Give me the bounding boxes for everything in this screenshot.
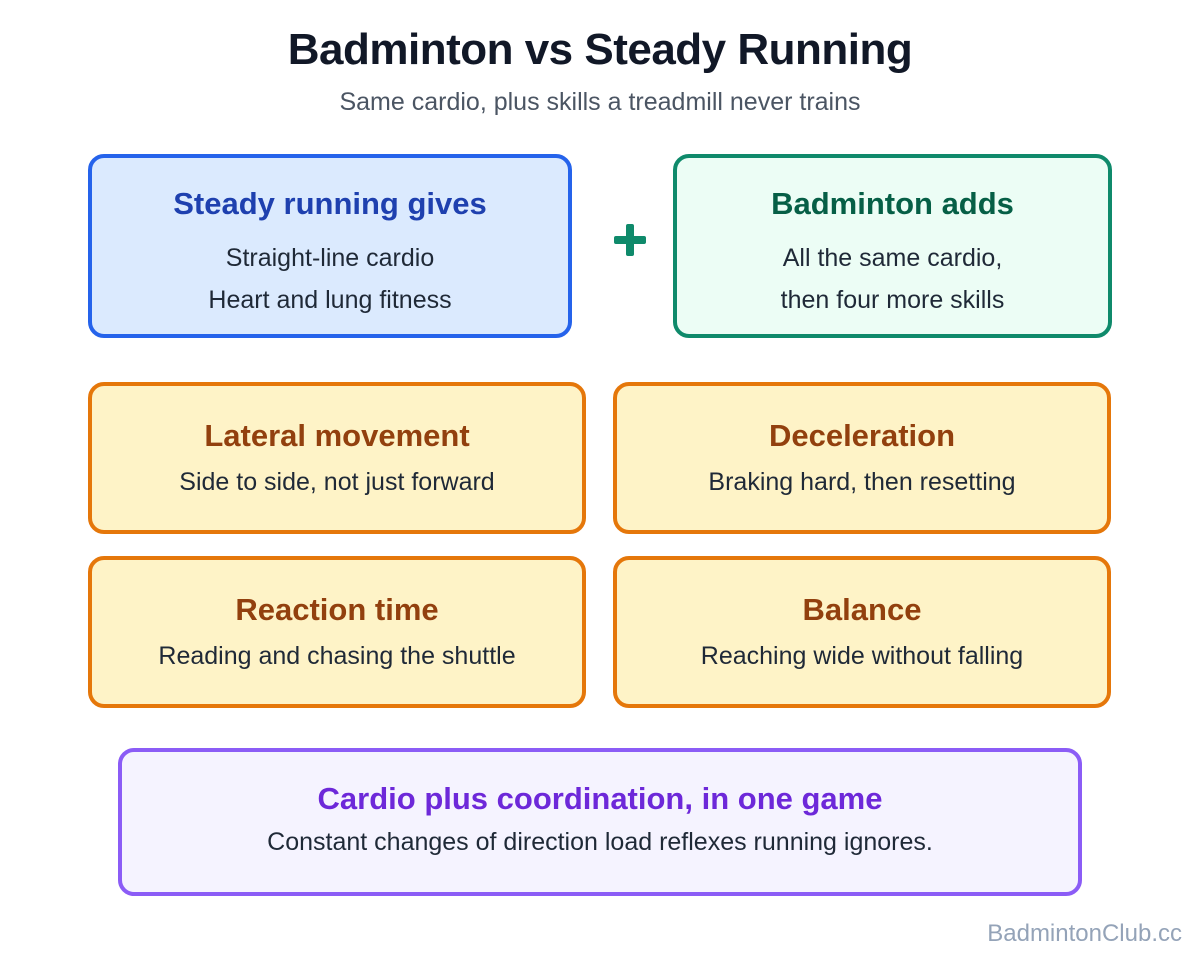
skill-text: Braking hard, then resetting — [708, 468, 1016, 496]
skill-heading: Reaction time — [235, 592, 439, 627]
skill-heading: Deceleration — [768, 418, 956, 453]
summary-card: Cardio plus coordination, in one game Co… — [118, 748, 1082, 896]
summary-heading: Cardio plus coordination, in one game — [317, 781, 883, 816]
skill-text: Reading and chasing the shuttle — [158, 642, 516, 670]
badminton-line: then four more skills — [780, 286, 1005, 314]
running-line: Straight-line cardio — [225, 244, 435, 272]
skill-text: Reaching wide without falling — [700, 642, 1024, 670]
skill-heading: Balance — [802, 592, 922, 627]
skill-card-lateral-movement: Lateral movement Side to side, not just … — [88, 382, 586, 534]
skill-card-balance: Balance Reaching wide without falling — [613, 556, 1111, 708]
skill-text: Side to side, not just forward — [179, 468, 495, 496]
skill-heading: Lateral movement — [204, 418, 470, 453]
running-heading: Steady running gives — [173, 186, 487, 221]
running-line: Heart and lung fitness — [208, 286, 452, 314]
page-subtitle: Same cardio, plus skills a treadmill nev… — [339, 88, 861, 116]
skill-card-deceleration: Deceleration Braking hard, then resettin… — [613, 382, 1111, 534]
plus-icon — [606, 216, 654, 264]
summary-text: Constant changes of direction load refle… — [267, 828, 933, 856]
page-title: Badminton vs Steady Running — [287, 25, 913, 74]
badminton-card: Badminton adds All the same cardio, then… — [673, 154, 1112, 338]
badminton-lines: All the same cardio, then four more skil… — [677, 237, 1108, 321]
skill-card-reaction-time: Reaction time Reading and chasing the sh… — [88, 556, 586, 708]
badminton-heading: Badminton adds — [771, 186, 1014, 221]
running-lines: Straight-line cardio Heart and lung fitn… — [92, 237, 568, 321]
running-card: Steady running gives Straight-line cardi… — [88, 154, 572, 338]
plus-icon-vertical — [626, 224, 634, 256]
site-watermark: BadmintonClub.cc — [987, 920, 1182, 947]
badminton-line: All the same cardio, — [782, 244, 1003, 272]
